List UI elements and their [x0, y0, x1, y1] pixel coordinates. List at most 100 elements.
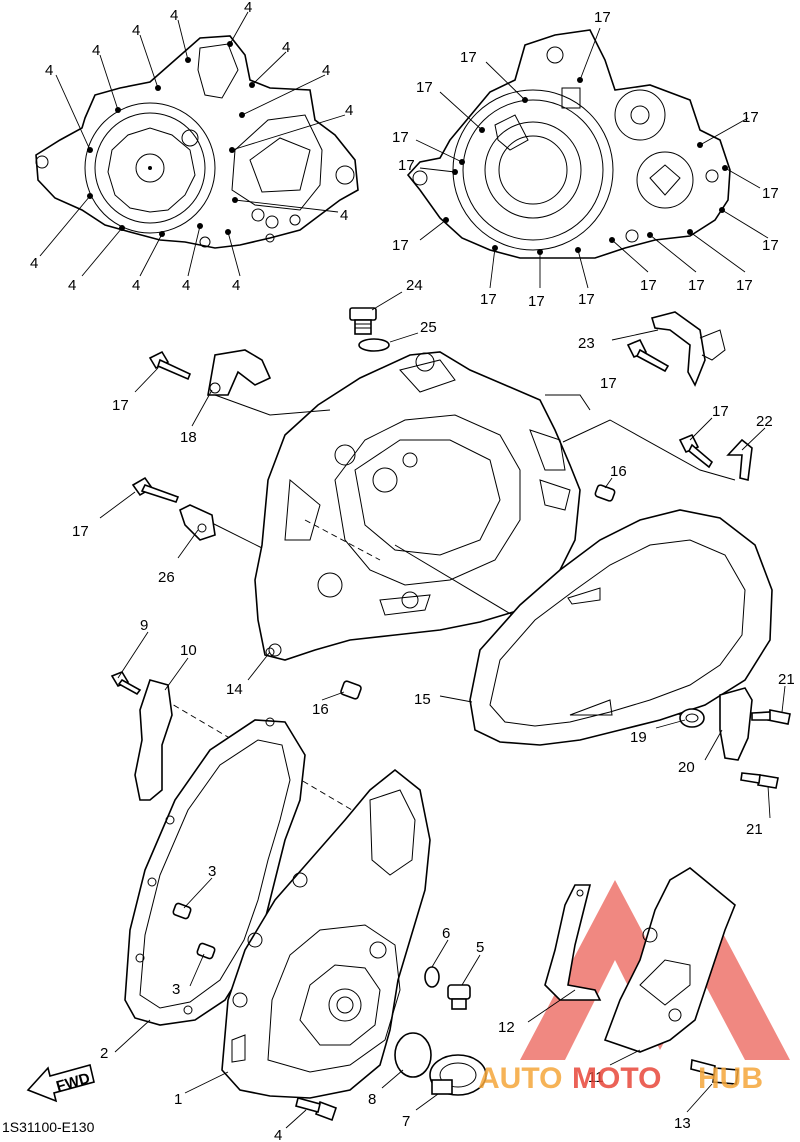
bolt-21-b	[740, 772, 779, 789]
callout-11: 11	[588, 1069, 604, 1086]
callout-17: 17	[600, 375, 617, 392]
clip-22	[726, 438, 753, 481]
callout-17: 17	[640, 277, 657, 294]
bolt-4	[295, 1097, 338, 1122]
bolt-13	[690, 1058, 739, 1085]
callout-16: 16	[312, 701, 329, 718]
callout-4: 4	[244, 0, 252, 16]
callout-13: 13	[674, 1115, 691, 1132]
callout-19: 19	[630, 729, 647, 746]
bracket-18	[207, 349, 272, 396]
plug-7	[429, 1054, 487, 1096]
bolt-21-a	[751, 709, 791, 725]
callout-17: 17	[578, 291, 595, 308]
o-ring-8	[394, 1032, 432, 1078]
crankcase-cover	[254, 351, 581, 661]
bolt-17-b	[131, 476, 180, 503]
chain-guide-12	[544, 884, 602, 1001]
callout-6: 6	[442, 925, 450, 942]
callout-17: 17	[460, 49, 477, 66]
dowel-3-b	[196, 942, 216, 960]
callout-17: 17	[72, 523, 89, 540]
forward-arrow-icon: FWD	[26, 1064, 95, 1103]
callout-15: 15	[414, 691, 431, 708]
gasket-15	[469, 509, 773, 746]
dowel-16-b	[340, 680, 362, 700]
bolt-9	[110, 671, 142, 696]
alignment-line	[209, 521, 263, 549]
callout-4: 4	[274, 1127, 282, 1142]
callout-17: 17	[712, 403, 729, 420]
callout-4: 4	[340, 207, 348, 224]
callout-21: 21	[778, 671, 795, 688]
plug-24	[349, 307, 377, 335]
diagram-code: 1S31100-E130	[2, 1119, 95, 1135]
watermark-text-auto: AUTO	[478, 1062, 562, 1095]
callout-25: 25	[420, 319, 437, 336]
bolt-17-a	[148, 350, 192, 381]
callout-16: 16	[610, 463, 627, 480]
callout-4: 4	[182, 277, 190, 294]
callout-22: 22	[756, 413, 773, 430]
callout-17: 17	[528, 293, 545, 310]
callout-4: 4	[92, 42, 100, 59]
bolt-17-c	[626, 338, 670, 373]
callout-24: 24	[406, 277, 423, 294]
callout-17: 17	[112, 397, 129, 414]
dowel-3-a	[172, 902, 192, 920]
callout-4: 4	[170, 7, 178, 24]
callout-12: 12	[498, 1019, 515, 1036]
watermark-text-hub: HUB	[698, 1062, 763, 1095]
callout-18: 18	[180, 429, 197, 446]
callout-17: 17	[392, 237, 409, 254]
callout-23: 23	[578, 335, 595, 352]
alignment-line	[562, 419, 736, 481]
callout-4: 4	[132, 277, 140, 294]
sprocket-cover-11	[603, 867, 736, 1053]
plate-20	[719, 687, 753, 761]
crankcase-right-view	[406, 27, 769, 289]
o-ring-25	[358, 338, 390, 352]
callout-4: 4	[68, 277, 76, 294]
watermark-text-moto: MOTO	[572, 1062, 661, 1095]
callout-1: 1	[174, 1091, 182, 1108]
callout-5: 5	[476, 939, 484, 956]
hole-14	[265, 647, 275, 657]
callout-17: 17	[416, 79, 433, 96]
callout-26: 26	[158, 569, 175, 586]
callout-4: 4	[282, 39, 290, 56]
callout-17: 17	[762, 237, 779, 254]
callout-7: 7	[402, 1113, 410, 1130]
callout-20: 20	[678, 759, 695, 776]
callout-17: 17	[480, 291, 497, 308]
bracket-26	[179, 504, 216, 541]
watermark-text: AUTO MOTO HUB	[478, 1062, 763, 1095]
callout-3: 3	[208, 863, 216, 880]
dowel-16-a	[594, 484, 616, 502]
callout-4: 4	[45, 62, 53, 79]
callout-17: 17	[742, 109, 759, 126]
alignment-line	[304, 519, 381, 561]
callout-4: 4	[132, 22, 140, 39]
callout-17: 17	[688, 277, 705, 294]
alignment-line	[545, 394, 591, 411]
callout-2: 2	[100, 1045, 108, 1062]
callout-17: 17	[392, 129, 409, 146]
clamp-23	[650, 311, 726, 387]
gasket-2	[124, 717, 306, 1026]
callout-17: 17	[762, 185, 779, 202]
callout-17: 17	[398, 157, 415, 174]
callout-8: 8	[368, 1091, 376, 1108]
bolt-17-d	[678, 433, 714, 469]
callout-21: 21	[746, 821, 763, 838]
callout-4: 4	[322, 62, 330, 79]
crankcase-left-view	[35, 11, 359, 277]
leader-lines	[99, 291, 786, 1129]
callout-3: 3	[172, 981, 180, 998]
callout-4: 4	[345, 102, 353, 119]
o-ring-6	[424, 966, 440, 988]
callout-4: 4	[30, 255, 38, 272]
callout-17: 17	[594, 9, 611, 26]
